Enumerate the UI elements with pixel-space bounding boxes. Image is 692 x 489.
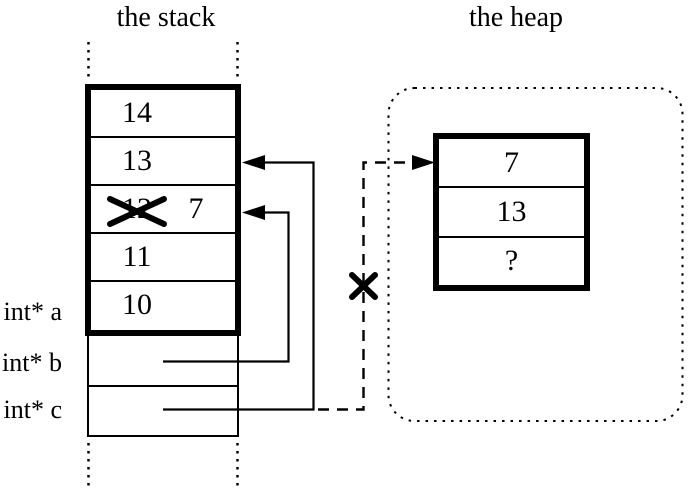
pointer-label-a: int* a xyxy=(3,297,63,326)
stack-cell: 14 xyxy=(91,90,235,138)
pointer-cell-b xyxy=(89,336,237,387)
stack-cell: 10 xyxy=(91,282,235,330)
arrowhead-left-icon xyxy=(242,155,265,170)
stack-cell-value: 13 xyxy=(122,144,152,177)
heap-cell-value: ? xyxy=(504,244,519,278)
heap-cell-value: 7 xyxy=(439,139,584,189)
dangling-pointer-arrow xyxy=(318,155,435,411)
arrowhead-right-icon xyxy=(412,155,435,170)
pointer-cell-c xyxy=(89,387,237,435)
stack-cell-overwritten: 12 7 xyxy=(91,186,235,234)
x-mark-on-dangling-pointer-icon xyxy=(349,272,378,300)
heap-cell-value: 13 xyxy=(439,188,584,238)
stack-pointer-cells xyxy=(87,336,239,437)
stack-frame-box: 14 13 12 7 11 10 xyxy=(85,84,241,336)
stack-cell-value: 10 xyxy=(122,288,152,321)
pointer-label-b: int* b xyxy=(2,348,62,377)
heap-record-box: 7 13 ? xyxy=(433,133,590,291)
stack-title: the stack xyxy=(116,2,216,33)
stack-cell: 13 xyxy=(91,138,235,186)
heap-title: the heap xyxy=(468,2,564,33)
arrowhead-left-icon xyxy=(242,205,265,220)
stack-cell-value: 14 xyxy=(122,96,152,129)
stack-cell: 11 xyxy=(91,234,235,282)
stack-cell-new-value: 7 xyxy=(188,192,204,225)
stack-cell-old-value: 12 xyxy=(122,192,152,225)
stack-cell-value: 11 xyxy=(122,240,152,273)
pointer-label-c: int* c xyxy=(3,395,63,424)
